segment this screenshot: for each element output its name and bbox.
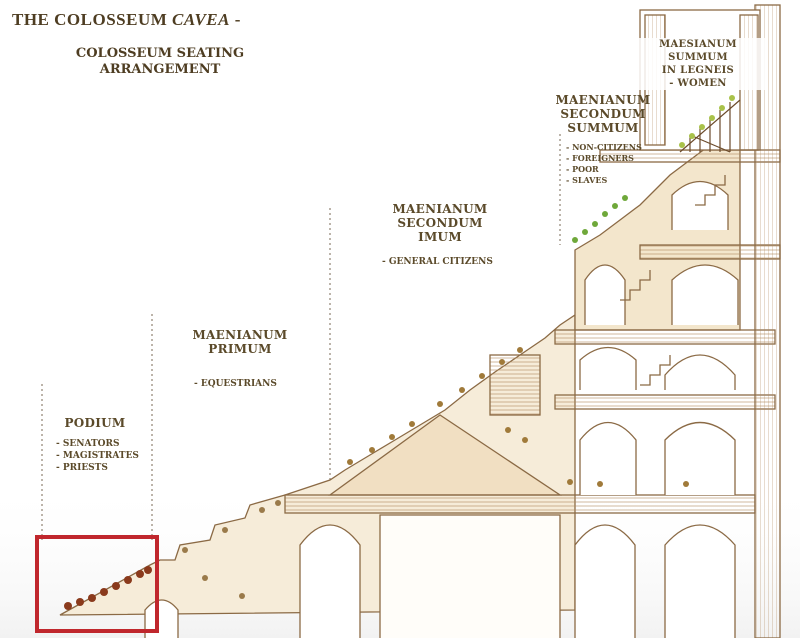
maenianum-secondum-imum-label: MAENIANUM SECONDUM IMUM [392, 202, 488, 244]
diagram-title: THE COLOSSEUM CAVEA - [12, 10, 241, 29]
secondum-imum-figures [347, 347, 689, 487]
primum-figures [182, 500, 281, 599]
maesianum-summum-label: MAESIANUM SUMMUM IN LEGNEIS - WOMEN [628, 38, 768, 90]
wooden-tier [679, 99, 741, 153]
podium-figures [64, 566, 152, 610]
podium-label: PODIUM [64, 416, 126, 430]
maenianum-secondum-summum-groups: - NON-CITIZENS - FOREIGNERS - POOR - SLA… [566, 142, 642, 185]
secondum-summum-figures [572, 195, 628, 243]
maenianum-secondum-summum-label: MAENIANUM SECONDUM SUMMUM [555, 93, 651, 135]
maenianum-secondum-imum-groups: - GENERAL CITIZENS [382, 257, 493, 267]
diagram-subtitle: COLOSSEUM SEATING ARRANGEMENT [75, 46, 245, 77]
maenianum-primum-groups: - EQUESTRIANS [194, 379, 277, 389]
women-figures [679, 95, 735, 148]
maenianum-primum-label: MAENIANUM PRIMUM [192, 328, 288, 356]
section-dividers [41, 134, 561, 540]
podium-highlight-box [35, 535, 159, 633]
podium-groups: - SENATORS - MAGISTRATES - PRIESTS [56, 439, 139, 473]
